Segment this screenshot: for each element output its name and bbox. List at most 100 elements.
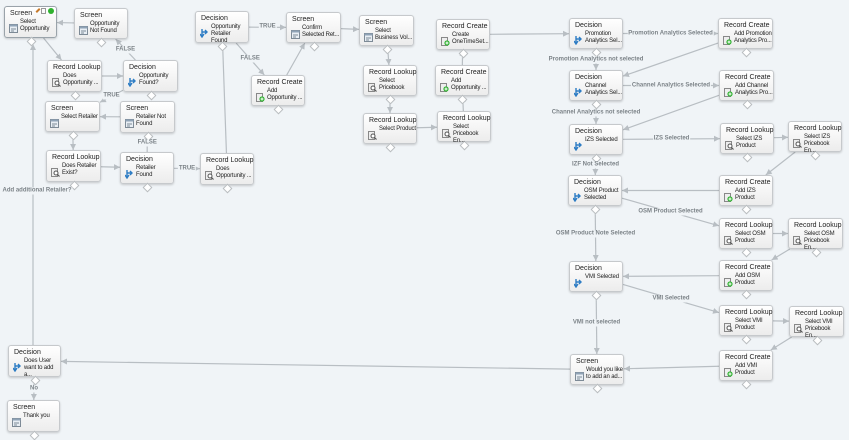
node-label: Select Opportunity [20,19,56,33]
decision-icon [13,359,22,368]
flow-node-decision[interactable]: Decision IZS Selected [569,124,623,155]
flow-node-screen[interactable]: Screen Select Opportunity [4,6,57,38]
connector-line[interactable] [61,361,570,369]
flow-node-decision[interactable]: Decision Does User want to add a... [8,345,61,377]
connector-line[interactable] [624,366,719,369]
connector-line[interactable] [223,43,227,153]
flow-node-record-lookup[interactable]: Record Lookup Select IZS Pricebook En... [788,121,842,152]
screen-icon [50,115,59,124]
node-type: Record Lookup [794,222,841,230]
flow-node-decision[interactable]: Decision Opportunity Found? [123,60,178,92]
flow-node-record-create[interactable]: Record Create Add Opportunity ... [435,65,489,96]
node-type: Screen [365,19,387,27]
node-type: Record Lookup [725,222,772,230]
node-type: Screen [10,10,32,18]
edit-icon[interactable] [36,8,41,13]
flow-node-record-lookup[interactable]: Record Lookup Does Retailer Exist? [46,150,101,182]
flow-node-record-lookup[interactable]: Record Lookup Select VMI Product [719,305,773,336]
flow-node-screen[interactable]: Screen Would you like to add an ad... [570,354,624,385]
flow-node-decision[interactable]: Decision VMI Selected [569,261,623,292]
decision-icon [574,84,583,93]
record-lookup-icon [368,127,377,136]
flow-node-record-lookup[interactable]: Record Lookup Select IZS Product [720,123,774,154]
flow-node-screen[interactable]: Screen Select Retailer [45,101,100,132]
flow-node-record-lookup[interactable]: Record Lookup Select Pricebook [363,65,417,96]
screen-icon [9,20,18,29]
flow-node-decision[interactable]: Decision Opportunity Retailer Found [195,11,249,43]
node-label: Add Channel Analytics Pro... [735,83,773,97]
flow-node-record-create[interactable]: Record Create Create OneTimeSet... [436,19,490,50]
node-label: Select Retailer [61,114,99,121]
connector-label: TRUE [178,165,196,172]
node-type: Record Lookup [369,69,416,77]
flow-node-decision[interactable]: Decision Retailer Found [120,152,174,184]
node-label: Select IZS Pricebook En... [804,134,841,155]
flow-node-record-create[interactable]: Record Create Add Opportunity ... [251,75,305,106]
connector-line[interactable] [772,249,790,260]
node-label: Add Opportunity ... [451,78,488,92]
node-label: Create OneTimeSet... [452,32,489,46]
flow-node-decision[interactable]: Decision OSM Product Selected [568,175,622,206]
start-icon[interactable] [48,8,54,14]
flow-node-decision[interactable]: Decision Channel Analytics Sel... [569,70,623,101]
connector-line[interactable] [341,29,359,30]
flow-node-record-lookup[interactable]: Record Lookup Select OSM Product [719,218,773,249]
node-label: Opportunity Not Found [90,21,127,35]
connector-line[interactable] [490,34,569,35]
connector-label: FALSE [137,139,158,146]
flow-node-record-create[interactable]: Record Create Add Promotion Analytics Pr… [718,18,773,49]
flow-node-screen[interactable]: Screen Confirm Selected Ret... [286,12,341,43]
node-type: Decision [575,22,602,30]
flow-node-record-lookup[interactable]: Record Lookup Select Product [363,113,417,144]
connector-label: OSM Product Selected [637,209,703,216]
decision-icon [125,166,134,175]
connector-line[interactable] [44,38,62,60]
flow-node-record-lookup[interactable]: Record Lookup Select Pricebook En... [437,111,491,142]
flow-node-screen[interactable]: Screen Retailer Not Found [120,101,175,133]
node-type: Decision [575,74,602,82]
decision-icon [200,25,209,34]
connector-line[interactable] [417,127,437,128]
connector-line[interactable] [766,152,795,175]
flow-node-record-lookup[interactable]: Record Lookup Does Opportunity ... [200,153,254,185]
flow-node-decision[interactable]: Decision Promotion Analytics Sel... [569,18,623,49]
connector-label: Channel Analytics Selected [631,82,711,89]
node-label: Does Retailer Exist? [62,163,100,177]
node-label: Promotion Analytics Sel... [585,31,622,45]
node-type: Screen [126,105,148,113]
node-label: Channel Analytics Sel... [585,83,622,97]
record-lookup-icon [793,135,802,144]
record-lookup-icon [794,320,803,329]
connector-port[interactable] [29,431,39,440]
connector-label: Promotion Analytics not selected [548,56,645,63]
connector-label: VMI Selected [651,295,690,302]
decision-icon [128,74,137,83]
flow-node-screen[interactable]: Screen Opportunity Not Found [74,8,128,39]
screen-icon [291,26,300,35]
connector-label: TRUE [102,93,120,100]
flow-node-screen[interactable]: Screen Select Business Vol... [359,15,414,46]
record-lookup-icon [368,79,377,88]
node-label: Select Product [379,126,416,133]
node-label: Select VMI Pricebook En... [805,319,843,340]
connector-line[interactable] [623,276,719,277]
connector-line[interactable] [287,43,305,75]
flow-node-record-lookup[interactable]: Record Lookup Select OSM Pricebook En... [788,218,843,249]
flow-node-screen[interactable]: Screen Thank you [7,400,60,432]
node-label: Add VMI Product [735,363,772,377]
copy-icon[interactable] [41,8,46,14]
flow-node-record-create[interactable]: Record Create Add OSM Product [719,260,773,291]
connector-line[interactable] [771,337,792,350]
node-type: Screen [292,16,314,24]
node-label: Retailer Not Found [136,114,174,128]
flow-node-record-lookup[interactable]: Record Lookup Does Opportunity ... [47,60,102,92]
connector-line[interactable] [101,167,120,168]
flow-node-record-create[interactable]: Record Create Add VMI Product [719,350,773,381]
node-type: Record Create [442,23,488,31]
flow-node-record-create[interactable]: Record Create Add IZS Product [719,175,773,206]
record-lookup-icon [724,319,733,328]
flow-node-record-create[interactable]: Record Create Add Channel Analytics Pro.… [719,70,774,101]
flow-node-record-lookup[interactable]: Record Lookup Select VMI Pricebook En... [789,306,844,337]
node-type: Record Create [724,22,770,30]
